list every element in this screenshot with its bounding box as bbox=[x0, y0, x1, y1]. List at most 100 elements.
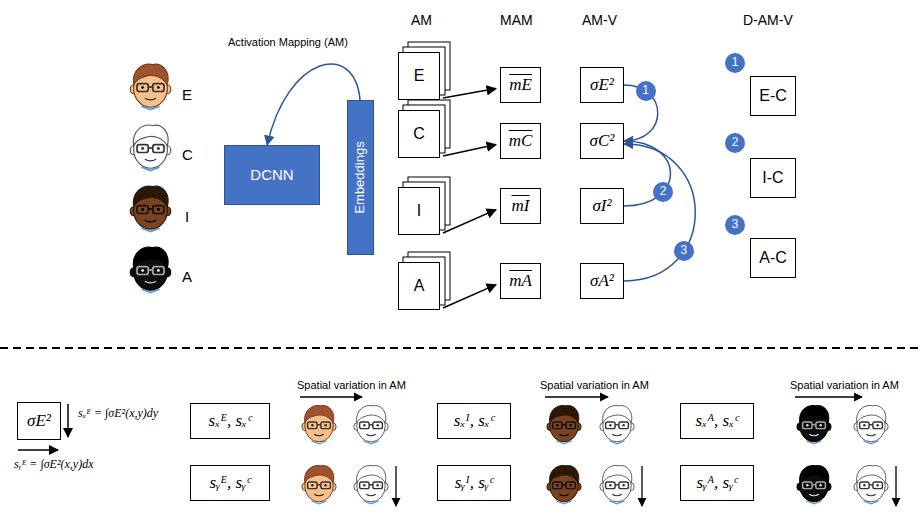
face-glasses bbox=[148, 208, 153, 210]
spatial-arrow bbox=[641, 466, 642, 506]
spatial-arrow bbox=[395, 466, 396, 506]
face-mouth bbox=[314, 434, 324, 435]
face-collar bbox=[863, 441, 878, 444]
face-icon bbox=[797, 465, 831, 503]
face-hair bbox=[305, 465, 334, 482]
face-eye bbox=[556, 484, 558, 486]
face-glasses bbox=[153, 84, 164, 92]
face-glasses bbox=[148, 269, 153, 271]
callout-number: 1 bbox=[636, 81, 656, 101]
face-glasses bbox=[373, 482, 383, 489]
difference-box: I-C bbox=[750, 158, 796, 198]
face-collar bbox=[311, 501, 326, 504]
variance-box: σC² bbox=[580, 123, 624, 159]
face-hair bbox=[305, 405, 334, 422]
box-text: σE² bbox=[590, 75, 614, 95]
face-eye bbox=[876, 424, 878, 426]
box-text: mE bbox=[509, 75, 532, 95]
face-mouth bbox=[612, 494, 622, 495]
face-glasses bbox=[373, 422, 383, 429]
face-hair bbox=[133, 247, 168, 268]
face-eye bbox=[363, 424, 365, 426]
face-glasses bbox=[137, 84, 148, 92]
face-icon bbox=[600, 405, 634, 443]
face-mouth bbox=[145, 220, 156, 222]
box-text: I bbox=[417, 202, 421, 220]
face-glasses bbox=[615, 424, 619, 425]
face-icon bbox=[302, 405, 336, 443]
face-eye bbox=[363, 484, 365, 486]
face-icon bbox=[302, 465, 336, 503]
process-box: DCNN bbox=[224, 145, 320, 205]
face-glasses bbox=[137, 206, 148, 214]
face-glasses bbox=[148, 86, 153, 88]
face-hair bbox=[857, 465, 886, 482]
face-collar bbox=[142, 106, 160, 109]
face-glasses bbox=[137, 267, 148, 275]
face-glasses bbox=[873, 482, 883, 489]
face-glasses bbox=[137, 145, 148, 153]
variance-box: sᵧᴱ, sᵧᶜ bbox=[190, 465, 270, 501]
face-eye bbox=[876, 484, 878, 486]
face-eye bbox=[324, 484, 326, 486]
face-mouth bbox=[145, 98, 156, 100]
variance-box: sᵧᴬ, sᵧᶜ bbox=[680, 465, 754, 501]
box-text: E-C bbox=[759, 87, 787, 105]
difference-box: E-C bbox=[750, 76, 796, 116]
face-glasses bbox=[812, 424, 816, 425]
face-glasses bbox=[317, 424, 321, 425]
axis-arrow bbox=[67, 404, 69, 437]
column-header: D-AM-V bbox=[743, 12, 793, 28]
face-mouth bbox=[314, 494, 324, 495]
face-glasses bbox=[869, 484, 873, 485]
box-text: Embeddings bbox=[353, 141, 368, 213]
connector-arrow bbox=[443, 210, 496, 233]
box-text: mA bbox=[509, 271, 532, 291]
face-glasses bbox=[321, 482, 331, 489]
face-glasses bbox=[321, 422, 331, 429]
face-icon bbox=[354, 405, 388, 443]
activation-map-box: C bbox=[398, 110, 440, 158]
face-glasses bbox=[360, 482, 370, 489]
face-hair bbox=[550, 405, 579, 422]
activation-map-box: I bbox=[398, 187, 440, 235]
face-collar bbox=[609, 501, 624, 504]
face-glasses bbox=[360, 422, 370, 429]
box-text: mC bbox=[509, 131, 533, 151]
face-eye bbox=[157, 208, 160, 211]
face-glasses bbox=[803, 422, 813, 429]
face-eye bbox=[157, 147, 160, 150]
face-glasses bbox=[873, 422, 883, 429]
face-icon bbox=[130, 247, 171, 292]
face-glasses bbox=[308, 482, 318, 489]
face-glasses bbox=[553, 422, 563, 429]
face-glasses bbox=[869, 424, 873, 425]
face-icon bbox=[130, 186, 171, 231]
face-icon bbox=[854, 465, 888, 503]
face-glasses bbox=[615, 484, 619, 485]
face-eye bbox=[569, 424, 571, 426]
face-mouth bbox=[866, 434, 876, 435]
face-glasses bbox=[566, 482, 576, 489]
callout-number: 1 bbox=[725, 53, 745, 73]
face-mouth bbox=[559, 434, 569, 435]
face-collar bbox=[863, 501, 878, 504]
face-icon bbox=[854, 405, 888, 443]
face-icon bbox=[547, 465, 581, 503]
face-glasses bbox=[619, 422, 629, 429]
face-hair bbox=[800, 465, 829, 482]
face-collar bbox=[806, 441, 821, 444]
variance-box: σA² bbox=[580, 263, 624, 299]
variance-box: σE² bbox=[17, 402, 61, 440]
variance-box: sᵧᴵ, sᵧᶜ bbox=[437, 465, 511, 501]
face-glasses bbox=[153, 267, 164, 275]
face-glasses bbox=[803, 482, 813, 489]
face-mouth bbox=[612, 434, 622, 435]
face-mouth bbox=[145, 159, 156, 161]
face-eye bbox=[806, 484, 808, 486]
face-glasses bbox=[812, 484, 816, 485]
face-glasses bbox=[369, 424, 373, 425]
box-text: A bbox=[414, 277, 425, 295]
face-hair bbox=[603, 465, 632, 482]
axis-arrow bbox=[18, 449, 58, 451]
